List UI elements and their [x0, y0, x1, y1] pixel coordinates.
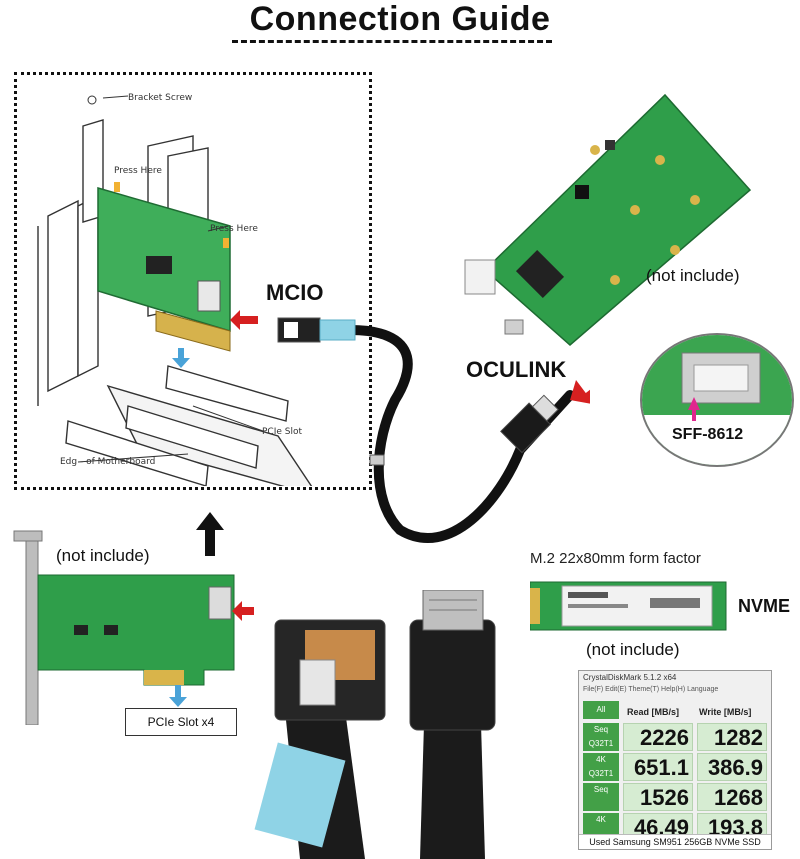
sff-8612-label: SFF-8612: [672, 426, 744, 443]
not-include-card-label: (not include): [56, 546, 150, 565]
label-press-here-1: Press Here: [114, 166, 162, 176]
benchmark-row: Seq Q32T1 2226 1282: [583, 723, 769, 753]
mcio-label: MCIO: [266, 280, 324, 305]
benchmark-app-title: CrystalDiskMark 5.1.2 x64: [583, 673, 677, 682]
benchmark-write-value: 1282: [697, 723, 767, 751]
pcie-x4-card: [13, 530, 254, 725]
benchmark-read-value: 651.1: [623, 753, 693, 781]
title-underline: [232, 40, 552, 43]
benchmark-row: Seq 1526 1268: [583, 783, 769, 813]
benchmark-all-button[interactable]: All: [583, 701, 619, 719]
m2-nvme-ssd: [530, 581, 727, 631]
benchmark-row-label[interactable]: Seq: [583, 783, 619, 811]
benchmark-read-value: 1526: [623, 783, 693, 811]
sff-8612-closeup: [640, 333, 794, 467]
benchmark-read-value: 2226: [623, 723, 693, 751]
benchmark-menu: File(F) Edit(E) Theme(T) Help(H) Languag…: [583, 686, 719, 693]
nvme-label: NVME: [738, 596, 791, 616]
read-header: Read [MB/s]: [627, 707, 680, 717]
not-include-ssd-label: (not include): [586, 640, 680, 659]
pcie-slot-x4-box: PCIe Slot x4: [125, 708, 237, 736]
benchmark-write-value: 1268: [697, 783, 767, 811]
page-title: Connection Guide: [249, 0, 551, 38]
benchmark-window: CrystalDiskMark 5.1.2 x64 File(F) Edit(E…: [578, 670, 772, 850]
installation-diagram-frame: [14, 72, 372, 490]
benchmark-row-label[interactable]: Seq Q32T1: [583, 723, 619, 751]
benchmark-row-label[interactable]: 4K Q32T1: [583, 753, 619, 781]
installation-drawing: [37, 95, 313, 486]
not-include-board-label: (not include): [646, 266, 740, 285]
oculink-label: OCULINK: [466, 357, 567, 382]
mcio-oculink-cable: [277, 317, 590, 543]
label-pcie-slot: PCIe Slot: [262, 427, 303, 437]
benchmark-footer: Used Samsung SM951 256GB NVMe SSD: [579, 834, 771, 849]
label-edge-motherboard: Edg - of Motherboard: [60, 457, 156, 467]
connector-closeups: [254, 590, 496, 859]
up-arrow-icon: [196, 512, 224, 556]
write-header: Write [MB/s]: [699, 707, 752, 717]
benchmark-write-value: 386.9: [697, 753, 767, 781]
label-press-here-2: Press Here: [210, 224, 258, 234]
m2-adapter-board: [464, 93, 752, 346]
label-bracket-screw: Bracket Screw: [128, 93, 193, 103]
benchmark-row: 4K Q32T1 651.1 386.9: [583, 753, 769, 783]
form-factor-label: M.2 22x80mm form factor: [530, 550, 701, 567]
